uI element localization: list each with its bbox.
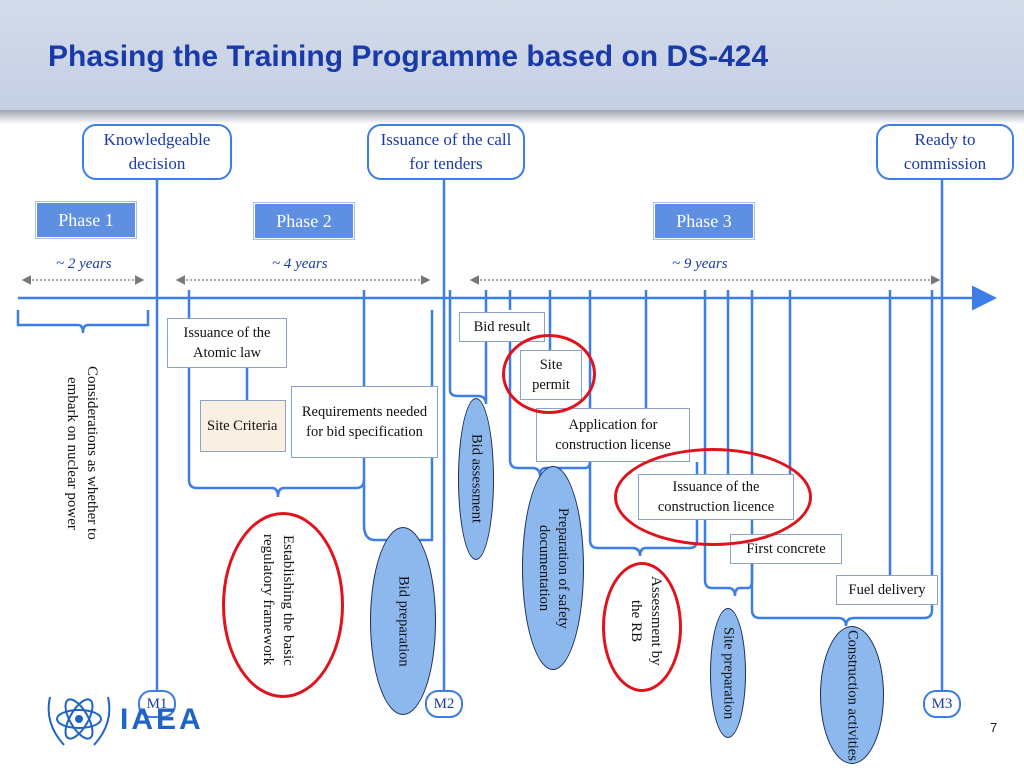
duration-phase-1: ~ 2 years	[56, 256, 112, 272]
highlight-licence	[614, 448, 812, 546]
page-number: 7	[990, 720, 998, 735]
phase-3-label: Phase 3	[654, 203, 754, 239]
ready-to-commission-box: Ready to commission	[876, 124, 1014, 180]
bid-result-box: Bid result	[459, 312, 545, 342]
bid-preparation-ellipse: Bid preparation	[370, 527, 436, 715]
iaea-emblem-icon	[47, 696, 111, 746]
call-for-tenders-box: Issuance of the call for tenders	[367, 124, 525, 180]
safety-documentation-ellipse: Preparation of safety documentation	[522, 466, 584, 670]
bid-assessment-ellipse: Bid assessment	[458, 398, 494, 560]
slide-title: Phasing the Training Programme based on …	[48, 40, 769, 73]
highlight-site-permit	[502, 334, 596, 414]
fuel-delivery-box: Fuel delivery	[836, 575, 938, 605]
site-preparation-ellipse: Site preparation	[710, 608, 746, 738]
considerations-label: Considerations as whether to embark on n…	[64, 366, 100, 540]
milestone-m3: M3	[923, 690, 961, 718]
atomic-law-box: Issuance of the Atomic law	[167, 318, 287, 368]
milestone-m2: M2	[425, 690, 463, 718]
iaea-logo-text: IAEA	[120, 703, 204, 736]
header-band	[0, 0, 1024, 118]
header-shadow	[0, 110, 1024, 124]
construction-activities-ellipse: Construction activities	[820, 626, 884, 764]
highlight-assessment	[602, 562, 682, 692]
phase-2-label: Phase 2	[254, 203, 354, 239]
knowledgeable-decision-box: Knowledgeable decision	[82, 124, 232, 180]
site-criteria-box: Site Criteria	[200, 400, 286, 452]
phase-1-label: Phase 1	[36, 202, 136, 238]
duration-phase-2: ~ 4 years	[272, 256, 328, 272]
highlight-framework	[222, 512, 344, 698]
duration-phase-3: ~ 9 years	[672, 256, 728, 272]
milestone-m1: M1	[138, 690, 176, 718]
requirements-box: Requirements needed for bid specificatio…	[291, 386, 438, 458]
application-box: Application for construction license	[536, 408, 690, 462]
